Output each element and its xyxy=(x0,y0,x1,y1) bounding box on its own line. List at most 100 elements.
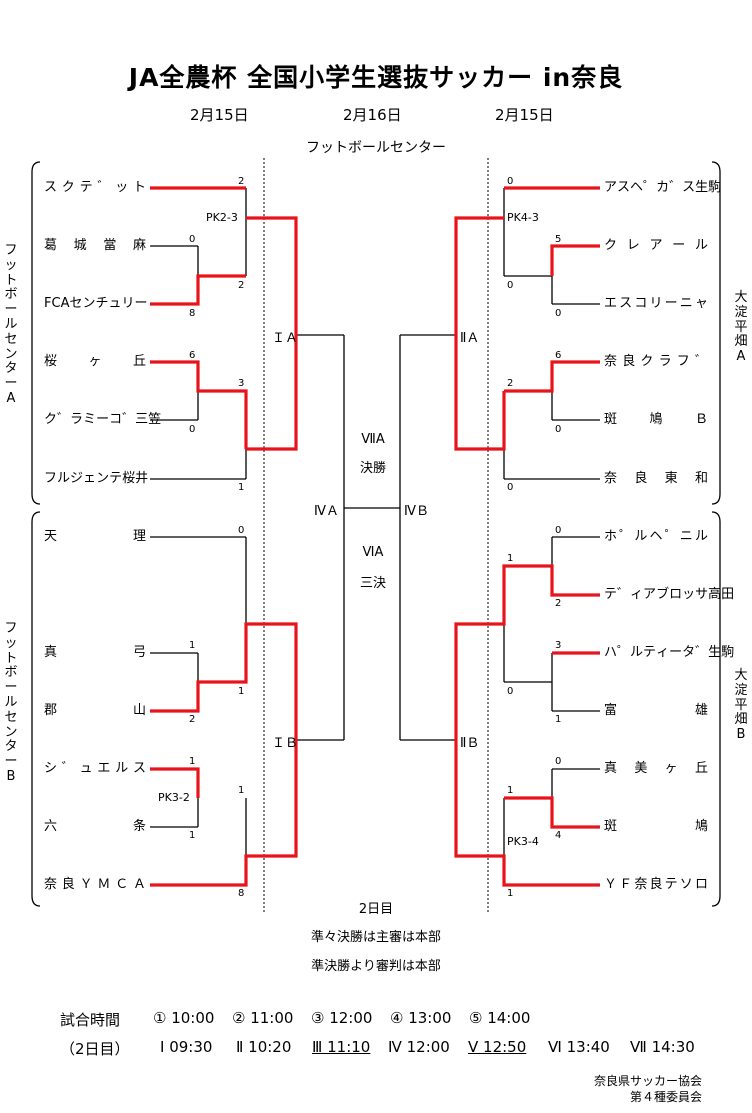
team-right-10: 富雄 xyxy=(604,703,708,718)
schedule-slot-3: ③ 12:00 xyxy=(311,1009,373,1027)
pk-label-right-2: PK3-4 xyxy=(507,835,539,848)
score-right-12: 4 xyxy=(555,830,562,841)
node-iva: ⅣＡ xyxy=(314,504,339,519)
schedule-day2-4: Ⅳ 12:00 xyxy=(388,1038,450,1056)
score-left-8: 1 xyxy=(189,640,196,651)
schedule-label-1: 試合時間 xyxy=(60,1011,121,1029)
score-right-3: 0 xyxy=(555,308,562,319)
team-left-10: シ゛ュエルス xyxy=(44,761,146,776)
team-right-6: 奈良東和 xyxy=(604,471,708,486)
score-right-6: 0 xyxy=(507,482,514,493)
schedule-day2-2: Ⅱ 10:20 xyxy=(236,1038,292,1056)
schedule-slot-5: ⑤ 14:00 xyxy=(469,1009,531,1027)
team-left-7: 天理 xyxy=(44,529,146,544)
date-right: 2月15日 xyxy=(495,106,554,124)
pk-label-right-1: PK4-3 xyxy=(507,211,539,224)
schedule-day2-7: Ⅶ 14:30 xyxy=(630,1038,695,1056)
team-right-9: ハ゜ルティータ゛生駒 xyxy=(604,645,735,660)
node-iia: ⅡＡ xyxy=(460,331,480,346)
score-left-11: 1 xyxy=(189,830,196,841)
node-iib: ⅡＢ xyxy=(460,736,480,751)
team-left-11: 六条 xyxy=(44,819,146,834)
schedule-slot-4: ④ 13:00 xyxy=(390,1009,452,1027)
schedule-slot-2: ② 11:00 xyxy=(232,1009,294,1027)
score-right-10: 1 xyxy=(555,714,562,725)
team-left-6: フルジェンテ桜井 xyxy=(44,471,149,486)
score-left-9: 2 xyxy=(189,714,196,725)
score-left-10: 1 xyxy=(189,756,196,767)
score-left-r2-a-top: 2 xyxy=(238,280,245,291)
node-ib: ＩＢ xyxy=(272,736,299,751)
date-left: 2月15日 xyxy=(190,106,249,124)
team-right-12: 斑鳩 xyxy=(604,819,708,834)
schedule-day2-1: Ⅰ 09:30 xyxy=(160,1038,213,1056)
score-left-r2-b-mid: 1 xyxy=(238,785,245,796)
schedule-label-2: （2日目） xyxy=(60,1040,130,1058)
score-right-r2-b-mid: 0 xyxy=(507,686,514,697)
score-right-11: 0 xyxy=(555,756,562,767)
score-left-2: 0 xyxy=(189,234,196,245)
score-right-7: 0 xyxy=(555,525,562,536)
note-day: 2日目 xyxy=(358,902,394,917)
team-left-9: 郡山 xyxy=(44,703,146,718)
score-left-4: 6 xyxy=(189,350,196,361)
team-left-4: 桜ヶ丘 xyxy=(44,354,146,369)
score-right-5: 0 xyxy=(555,424,562,435)
team-right-11: 真美ヶ丘 xyxy=(604,761,708,776)
schedule-slot-1: ① 10:00 xyxy=(153,1009,215,1027)
page-title: JA全農杯 全国小学生選抜サッカー in奈良 xyxy=(128,63,624,92)
score-right-8: 2 xyxy=(555,598,562,609)
organizer-line2: 第４種委員会 xyxy=(629,1090,702,1104)
score-right-13: 1 xyxy=(507,888,514,899)
final-code: ⅦA xyxy=(361,432,385,447)
score-right-4: 6 xyxy=(555,350,562,361)
pk-label-left-1: PK2-3 xyxy=(206,211,238,224)
score-right-2: 5 xyxy=(555,234,562,245)
note-line2: 準決勝より審判は本部 xyxy=(311,959,441,974)
node-ia: ＩＡ xyxy=(272,331,299,346)
score-right-r2-a-mid: 2 xyxy=(507,378,514,389)
score-right-1: 0 xyxy=(507,176,514,187)
organizer-line1: 奈良県サッカー協会 xyxy=(593,1074,702,1088)
score-left-6: 1 xyxy=(238,482,245,493)
schedule-day2-5: Ⅴ 12:50 xyxy=(468,1038,527,1056)
group-label-left-b: フットボールセンターB xyxy=(4,621,18,784)
score-right-r2-b-low: 1 xyxy=(507,785,514,796)
final-label: 決勝 xyxy=(359,461,386,476)
venue-top: フットボールセンター xyxy=(306,140,446,156)
pk-label-left-2: PK3-2 xyxy=(158,791,190,804)
score-left-1: 2 xyxy=(238,176,245,187)
third-place-label: 三決 xyxy=(359,576,386,591)
third-place-code: ⅥA xyxy=(362,545,384,560)
score-left-r2-b-top: 1 xyxy=(238,686,245,697)
group-label-left-a: フットボールセンターA xyxy=(4,243,18,406)
team-right-1: アスヘ゜カ゛ス生駒 xyxy=(604,180,722,195)
score-left-3: 8 xyxy=(189,308,196,319)
group-label-right-b: 大淀平畑B xyxy=(734,668,748,743)
team-right-3: エスコリーニャ xyxy=(604,296,708,311)
node-ivb: ⅣＢ xyxy=(404,504,429,519)
team-left-8: 真弓 xyxy=(44,645,146,660)
team-right-7: ホ゜ルヘ゜ニル xyxy=(604,529,708,544)
team-left-5: ク゛ラミーコ゛三笠 xyxy=(44,412,162,427)
score-left-7: 0 xyxy=(238,525,245,536)
team-left-2: 葛城當麻 xyxy=(44,238,146,253)
date-center: 2月16日 xyxy=(343,106,402,124)
note-line1: 準々決勝は主審は本部 xyxy=(310,930,441,945)
score-right-r2-b-top: 1 xyxy=(507,553,514,564)
team-right-8: テ゛ィアブロッサ高田 xyxy=(604,587,735,602)
group-label-right-a: 大淀平畑A xyxy=(734,290,748,365)
schedule-day2-3: Ⅲ 11:10 xyxy=(312,1038,371,1056)
team-right-4: 奈良クラフ゛ xyxy=(604,354,708,369)
score-right-9: 3 xyxy=(555,640,562,651)
team-right-2: クレアール xyxy=(604,238,708,253)
score-right-r2-a-top: 0 xyxy=(507,280,514,291)
score-left-r2-a-mid: 3 xyxy=(238,378,245,389)
schedule-day2-6: Ⅵ 13:40 xyxy=(548,1038,610,1056)
score-left-12: 8 xyxy=(238,888,245,899)
team-left-1: スクテ゛ット xyxy=(44,180,146,195)
